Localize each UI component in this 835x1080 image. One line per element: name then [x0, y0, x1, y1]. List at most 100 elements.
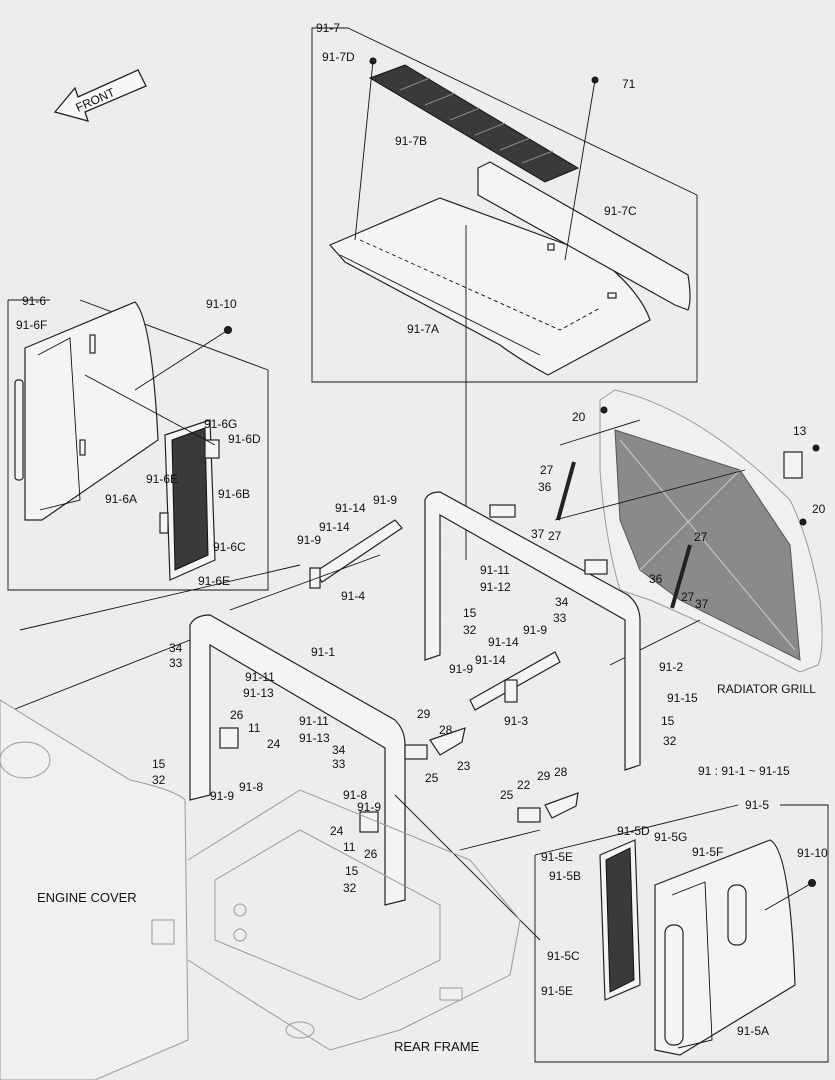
callout-34-3: 34: [332, 743, 346, 757]
hood-strip-91-7C: [477, 161, 691, 311]
callout-24: 24: [267, 737, 281, 751]
callout-15: 15: [463, 606, 477, 620]
callout-22: 22: [517, 778, 531, 792]
callout-91-5B: 91-5B: [549, 869, 581, 883]
crossbar-91-3: [469, 651, 561, 711]
callout-24-2: 24: [330, 824, 344, 838]
callout-91-9-6: 91-9: [357, 800, 381, 814]
door-bolts-91-6: [84, 326, 232, 446]
callout-91-11-2: 91-11: [245, 670, 275, 684]
callout-29-2: 29: [537, 769, 551, 783]
callout-91-14: 91-14: [335, 501, 366, 515]
callout-33-3: 33: [332, 757, 346, 771]
label-radiator-grill: RADIATOR GRILL: [717, 682, 816, 696]
callout-32-2: 32: [663, 734, 677, 748]
callout-13: 13: [793, 424, 807, 438]
callout-26-2: 26: [364, 847, 378, 861]
callout-91-7B: 91-7B: [395, 134, 427, 148]
callout-91-4: 91-4: [341, 589, 365, 603]
callout-91-6B: 91-6B: [218, 487, 250, 501]
callout-91-6E: 91-6E: [146, 472, 178, 486]
callout-27-4: 27: [681, 590, 695, 604]
callout-91-9-4: 91-9: [449, 662, 473, 676]
callout-32-4: 32: [343, 881, 357, 895]
callout-91-5A: 91-5A: [737, 1024, 769, 1038]
callout-28-2: 28: [554, 765, 568, 779]
callout-91-5E: 91-5E: [541, 850, 573, 864]
callout-91-7C: 91-7C: [604, 204, 637, 218]
callout-91-11: 91-11: [480, 563, 510, 577]
label-rear-frame: REAR FRAME: [394, 1039, 480, 1054]
callout-27-3: 27: [694, 530, 708, 544]
callout-32-3: 32: [152, 773, 166, 787]
group-box-91-5: 91-5: [534, 798, 829, 1063]
callout-91-9-5: 91-9: [210, 789, 234, 803]
callout-91-7D: 91-7D: [322, 50, 355, 64]
callout-26: 26: [230, 708, 244, 722]
callout-91-8-2: 91-8: [343, 788, 367, 802]
hood-panel-91-7A: [329, 197, 651, 376]
callout-23: 23: [457, 759, 471, 773]
callout-34-2: 34: [169, 641, 183, 655]
range-note: 91 : 91-1 ~ 91-15: [698, 764, 790, 778]
callout-91-2: 91-2: [659, 660, 683, 674]
callout-37: 37: [531, 527, 545, 541]
hood-grille-91-7B: [368, 64, 580, 183]
callouts: 91-7D 71 91-7B 91-7C 91-7A 91-10 91-6F 9…: [16, 50, 828, 1054]
brackets-22-23: [404, 727, 579, 823]
callout-91-5F: 91-5F: [692, 845, 723, 859]
callout-91-8: 91-8: [239, 780, 263, 794]
callout-91-6G: 91-6G: [204, 417, 237, 431]
callout-91-6A: 91-6A: [105, 492, 137, 506]
callout-91-14-3: 91-14: [488, 635, 519, 649]
group-label-91-7: 91-7: [316, 21, 340, 35]
callout-27-2: 27: [548, 529, 562, 543]
callout-15-3: 15: [152, 757, 166, 771]
radiator-grill: [599, 389, 823, 673]
callout-91-10: 91-10: [206, 297, 237, 311]
front-arrow-icon: FRONT: [53, 69, 147, 122]
callout-91-7A: 91-7A: [407, 322, 439, 336]
leader-lines-frames: [0, 554, 541, 941]
callout-91-5E-2: 91-5E: [541, 984, 573, 998]
side-grille-91-6B: [159, 419, 220, 581]
side-door-91-6A: [14, 301, 159, 521]
callout-91-9: 91-9: [373, 493, 397, 507]
callout-28: 28: [439, 723, 453, 737]
callout-25: 25: [425, 771, 439, 785]
callout-20: 20: [572, 410, 586, 424]
callout-91-14-2: 91-14: [319, 520, 350, 534]
callout-15-4: 15: [345, 864, 359, 878]
callout-91-6F: 91-6F: [16, 318, 47, 332]
callout-34: 34: [555, 595, 569, 609]
callout-15-2: 15: [661, 714, 675, 728]
crossbar-91-4: [309, 519, 403, 589]
callout-36: 36: [538, 480, 552, 494]
callout-91-13: 91-13: [243, 686, 274, 700]
callout-36-2: 36: [649, 572, 663, 586]
callout-91-5D: 91-5D: [617, 824, 650, 838]
frame-91-1: [189, 614, 406, 906]
callout-11: 11: [248, 721, 261, 735]
callout-27: 27: [540, 463, 554, 477]
callout-11-2: 11: [343, 840, 356, 854]
side-grille-91-5B: [599, 839, 641, 1001]
label-engine-cover: ENGINE COVER: [37, 890, 137, 905]
callout-91-6E-2: 91-6E: [198, 574, 230, 588]
callout-29: 29: [417, 707, 431, 721]
callout-20-2: 20: [812, 502, 826, 516]
callout-37-2: 37: [695, 597, 709, 611]
group-label-91-5: 91-5: [745, 798, 769, 812]
hood-bolts: [354, 57, 599, 560]
callout-91-5C: 91-5C: [547, 949, 580, 963]
callout-91-9-3: 91-9: [523, 623, 547, 637]
callout-33-2: 33: [169, 656, 183, 670]
callout-91-9-2: 91-9: [297, 533, 321, 547]
callout-32: 32: [463, 623, 477, 637]
callout-91-6D: 91-6D: [228, 432, 261, 446]
callout-91-12: 91-12: [480, 580, 511, 594]
callout-71: 71: [622, 77, 636, 91]
callout-25-2: 25: [500, 788, 514, 802]
callout-91-5G: 91-5G: [654, 830, 687, 844]
